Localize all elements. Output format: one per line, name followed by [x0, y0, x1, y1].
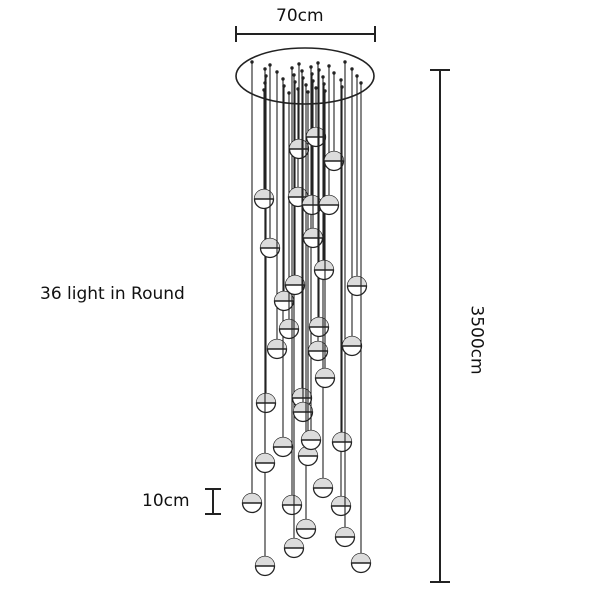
globe-shade: [255, 453, 275, 463]
globe-shade: [313, 478, 333, 488]
pendant-35: [346, 74, 368, 297]
pendant-3: [255, 74, 277, 414]
canopy-mount: [282, 84, 286, 88]
canopy-mount: [300, 69, 304, 73]
canopy-mount: [343, 60, 347, 64]
canopy-mount: [355, 74, 359, 78]
globe-shade: [267, 339, 287, 349]
globe-shade: [282, 495, 302, 505]
pendant-30: [323, 71, 345, 172]
canopy-mount: [262, 88, 266, 92]
canopy-mount: [281, 77, 285, 81]
canopy-mount: [287, 91, 291, 95]
globe-shade: [332, 432, 352, 442]
pendants: [241, 60, 372, 577]
canopy-mount: [309, 65, 313, 69]
canopy-mount: [304, 83, 308, 87]
canopy-mount: [306, 90, 310, 94]
canopy-mount: [321, 75, 325, 79]
canopy-mount: [290, 66, 294, 70]
globe-shade: [289, 139, 309, 149]
canopy-mount: [322, 82, 326, 86]
globe-shade: [335, 527, 355, 537]
pendant-28: [314, 89, 336, 389]
globe-shade: [255, 556, 275, 566]
pendant-8: [272, 77, 294, 458]
globe-shade: [279, 319, 299, 329]
canopy-mount: [293, 80, 297, 84]
globe-shade: [256, 393, 276, 403]
pendant-6: [259, 63, 281, 259]
pendant-4: [254, 81, 276, 474]
pendant-32: [331, 85, 353, 453]
height-label: 3500cm: [466, 305, 487, 375]
globe-shade: [302, 195, 322, 205]
globe-shade: [301, 430, 321, 440]
canopy-mount: [316, 61, 320, 65]
globe-shade: [288, 187, 308, 197]
globe-shade: [296, 519, 316, 529]
globe-shade: [242, 493, 262, 503]
pendant-1: [241, 60, 263, 514]
canopy-mount: [310, 72, 314, 76]
globe-shade: [351, 553, 371, 563]
globe-shade: [260, 238, 280, 248]
globe-shade: [342, 336, 362, 346]
globe-shade: [319, 195, 339, 205]
height-dimension: [430, 69, 450, 583]
canopy-mount: [263, 81, 267, 85]
canopy-mount: [292, 73, 296, 77]
width-dimension: [235, 26, 376, 42]
globe-shade: [292, 388, 312, 398]
canopy-mount: [340, 85, 344, 89]
pendant-21: [301, 72, 323, 216]
pendant-23: [305, 86, 327, 148]
canopy-mount: [317, 68, 321, 72]
drop-dimension: [205, 488, 221, 515]
globe-shade: [254, 189, 274, 199]
canopy-mount: [301, 76, 305, 80]
width-label: 70cm: [276, 6, 324, 26]
pendant-5: [253, 88, 275, 210]
canopy-mount: [332, 71, 336, 75]
canopy-mount: [275, 70, 279, 74]
canopy-mount: [263, 67, 267, 71]
globe-shade: [314, 260, 334, 270]
globe-shade: [315, 368, 335, 378]
canopy-mount: [311, 79, 315, 83]
globe-shade: [273, 437, 293, 447]
canopy-mount: [339, 78, 343, 82]
canopy-mount: [350, 67, 354, 71]
canopy-mount: [297, 62, 301, 66]
globe-shade: [331, 496, 351, 506]
canopy-mount: [268, 63, 272, 67]
pendant-13: [284, 80, 306, 296]
canopy-mount: [323, 89, 327, 93]
pendant-29: [318, 64, 340, 216]
canopy-mount: [314, 86, 318, 90]
pendant-15: [288, 62, 310, 160]
light-count-label: 36 light in Round: [40, 284, 185, 304]
canopy-mount: [264, 74, 268, 78]
pendant-33: [334, 60, 356, 548]
canopy-mount: [327, 64, 331, 68]
globe-shade: [284, 538, 304, 548]
canopy-mount: [250, 60, 254, 64]
ceiling-canopy-icon: [235, 47, 375, 105]
globe-shade: [347, 276, 367, 286]
pendant-20: [300, 65, 322, 451]
pendant-36: [350, 81, 372, 574]
drop-label: 10cm: [142, 491, 190, 511]
globe-shade: [285, 275, 305, 285]
pendant-17: [292, 76, 314, 423]
globe-shade: [324, 151, 344, 161]
globe-shade: [309, 317, 329, 327]
canopy-mount: [359, 81, 363, 85]
pendant-27: [313, 82, 335, 281]
globe-shade: [306, 127, 326, 137]
pendant-31: [330, 78, 352, 517]
